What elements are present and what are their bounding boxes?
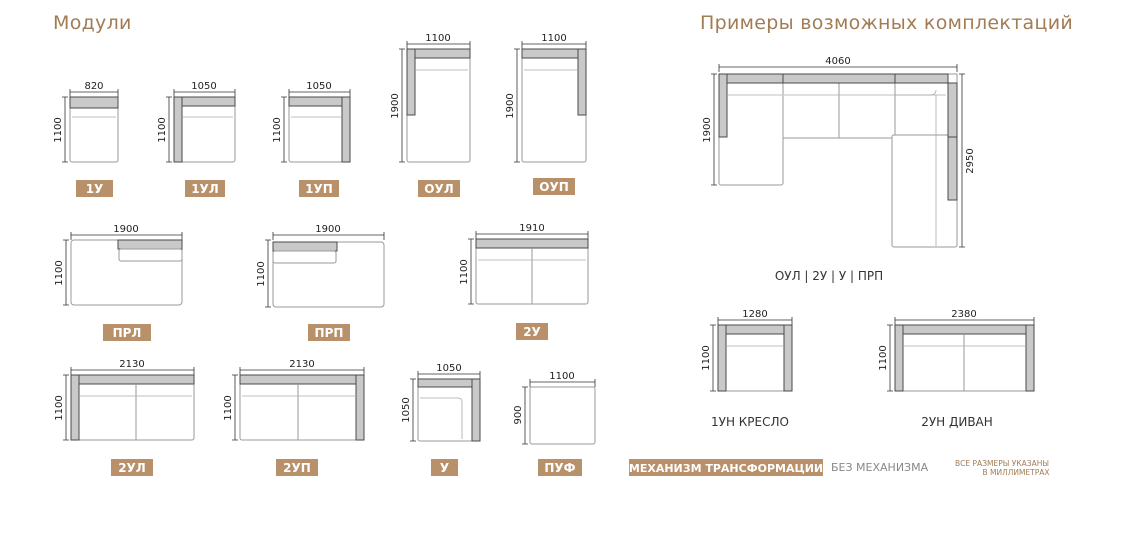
module-u-depth: 1050	[401, 397, 412, 422]
module-2up-depth: 1100	[223, 395, 234, 420]
module-oul-depth: 1900	[390, 93, 401, 118]
example-sofa-width: 2380	[951, 309, 976, 320]
module-oup-code: ОУП	[539, 180, 569, 194]
module-prl-depth: 1100	[54, 260, 65, 285]
module-u-code: У	[440, 461, 449, 475]
module-oul-code: ОУЛ	[424, 182, 453, 196]
module-prp-depth: 1100	[256, 261, 267, 286]
legend-no-mechanism-label: БЕЗ МЕХАНИЗМА	[831, 461, 929, 474]
module-prl-width: 1900	[113, 224, 138, 235]
module-oup-depth: 1900	[505, 93, 516, 118]
example-sofa-depth: 1100	[878, 345, 889, 370]
module-oup: 1100 1900 ОУП	[505, 33, 587, 195]
module-2ul: 2130 1100 2УЛ	[54, 359, 195, 476]
module-2ul-badge	[111, 459, 153, 476]
legend-note-line1: ВСЕ РАЗМЕРЫ УКАЗАНЫ	[955, 459, 1049, 468]
module-puf: 1100 900 ПУФ	[513, 371, 596, 476]
module-prp-code: ПРП	[315, 326, 344, 340]
module-puf-code: ПУФ	[544, 461, 575, 475]
module-2u-width: 1910	[519, 223, 544, 234]
module-2up-badge	[276, 459, 318, 476]
module-prp-badge	[308, 324, 350, 341]
module-u-badge	[431, 459, 458, 476]
legend-note-line2: В МИЛЛИМЕТРАХ	[982, 468, 1049, 477]
module-2u-code: 2У	[523, 325, 541, 339]
module-prl: 1900 1100 ПРЛ	[54, 224, 183, 341]
module-1ul-badge	[185, 180, 225, 197]
example-sofa: 2380 1100 2УН ДИВАН	[878, 309, 1035, 429]
example-corner-depth2: 2950	[965, 148, 976, 173]
module-2up-code: 2УП	[283, 461, 311, 475]
modules-heading: Модули	[53, 12, 132, 34]
module-1u-badge	[76, 180, 113, 197]
module-2u-depth: 1100	[459, 259, 470, 284]
module-puf-badge	[538, 459, 582, 476]
example-armchair-depth: 1100	[701, 345, 712, 370]
module-1u-width: 820	[84, 81, 103, 92]
module-oup-width: 1100	[541, 33, 566, 44]
module-oul: 1100 1900 ОУЛ	[390, 33, 471, 197]
examples-heading: Примеры возможных комплектаций	[700, 12, 1074, 34]
example-sofa-caption: 2УН ДИВАН	[921, 415, 993, 429]
module-1u-depth: 1100	[53, 117, 64, 142]
module-1ul: 1050 1100 1УЛ	[157, 81, 236, 197]
legend-mechanism-label: МЕХАНИЗМ ТРАНСФОРМАЦИИ	[629, 462, 823, 475]
module-oup-badge	[533, 178, 575, 195]
module-2ul-code: 2УЛ	[118, 461, 146, 475]
module-2u-badge	[516, 323, 548, 340]
example-corner-caption: ОУЛ | 2У | У | ПРП	[775, 269, 883, 283]
module-2up: 2130 1100 2УП	[223, 359, 365, 476]
module-1up-depth: 1100	[272, 117, 283, 142]
module-1ul-code: 1УЛ	[191, 182, 219, 196]
module-1up-width: 1050	[306, 81, 331, 92]
module-1up: 1050 1100 1УП	[272, 81, 351, 197]
module-2up-width: 2130	[289, 359, 314, 370]
module-1up-code: 1УП	[305, 182, 333, 196]
module-1u-code: 1У	[86, 182, 104, 196]
module-2ul-depth: 1100	[54, 395, 65, 420]
module-1up-badge	[299, 180, 339, 197]
module-2ul-width: 2130	[119, 359, 144, 370]
module-puf-width: 1100	[549, 371, 574, 382]
module-prl-code: ПРЛ	[113, 326, 142, 340]
example-armchair: 1280 1100 1УН КРЕСЛО	[701, 309, 793, 429]
module-oul-width: 1100	[425, 33, 450, 44]
module-2u: 1910 1100 2У	[459, 223, 589, 340]
module-1ul-width: 1050	[191, 81, 216, 92]
legend: МЕХАНИЗМ ТРАНСФОРМАЦИИ БЕЗ МЕХАНИЗМА ВСЕ…	[629, 459, 1050, 477]
module-1ul-depth: 1100	[157, 117, 168, 142]
example-corner-depth: 1900	[702, 117, 713, 142]
module-prp: 1900 1100 ПРП	[256, 224, 385, 341]
module-u-corner: 1050 1050 У	[401, 363, 481, 476]
module-prl-badge	[103, 324, 151, 341]
example-corner-width: 4060	[825, 56, 850, 67]
module-1u: 820 1100 1У	[53, 81, 119, 197]
module-oul-badge	[418, 180, 460, 197]
module-prp-width: 1900	[315, 224, 340, 235]
example-corner-sofa: 4060 1900 2950 ОУЛ | 2У | У | ПРП	[702, 56, 976, 283]
example-armchair-width: 1280	[742, 309, 767, 320]
module-puf-depth: 900	[513, 405, 524, 424]
module-u-width: 1050	[436, 363, 461, 374]
example-armchair-caption: 1УН КРЕСЛО	[711, 415, 789, 429]
legend-mechanism-badge	[629, 459, 823, 476]
